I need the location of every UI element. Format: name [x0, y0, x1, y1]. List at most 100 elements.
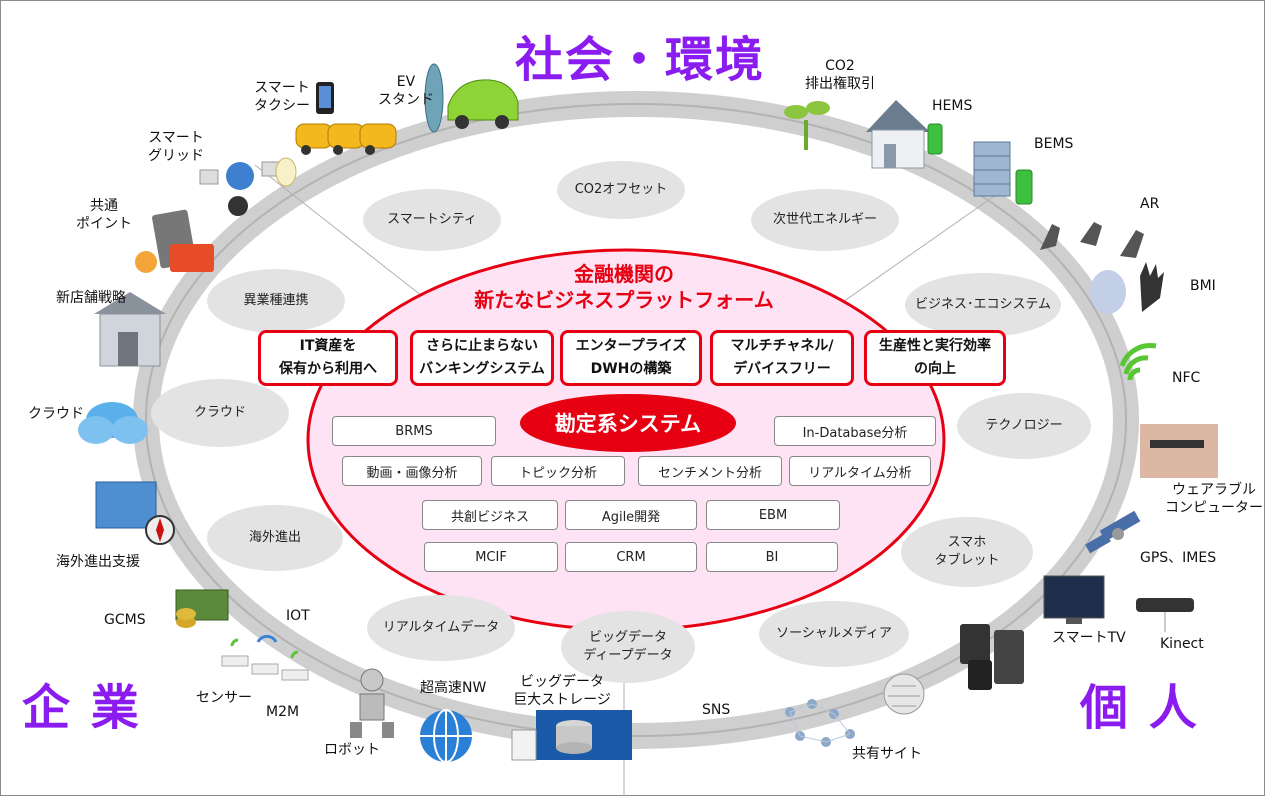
smartphone-icon: [316, 82, 334, 114]
sprout-icon: [784, 101, 830, 150]
label-line1: スマート: [254, 80, 310, 96]
theme-line2: DWHの構築: [590, 361, 672, 377]
theme-line2: デバイスフリー: [733, 361, 831, 377]
bank-icon: [94, 292, 166, 367]
label-new-store: 新店舗戦略: [56, 290, 126, 306]
cloud-label-line1: スマホ: [947, 534, 987, 550]
theme-line2: の向上: [914, 361, 956, 377]
kinect-icon: [1136, 598, 1194, 632]
label-m2m: M2M: [266, 704, 300, 720]
cloud-label: テクノロジー: [985, 417, 1063, 433]
cloud-realtime-data: リアルタイムデータ: [366, 594, 516, 662]
wiki-globe-icon: [883, 673, 925, 715]
cloud-label: 異業種連携: [243, 292, 309, 308]
system-box-topic: トピック分析: [491, 456, 625, 486]
label-nfc: NFC: [1172, 370, 1201, 386]
system-box-mcif: MCIF: [424, 542, 558, 572]
tablet-icon: [960, 624, 1024, 690]
cloud-label-line2: ディープデータ: [583, 648, 673, 663]
cloud-big-data: ビッグデータディープデータ: [560, 610, 696, 684]
label-common-point: 共通ポイント: [76, 198, 132, 233]
theme-box-productivity: 生産性と実行効率の向上: [864, 330, 1006, 386]
building-icon: [973, 141, 1033, 205]
cloud-label: スマホタブレット: [934, 534, 999, 570]
theme-box-multichannel: マルチチャネル/デバイスフリー: [710, 330, 854, 386]
label-line2: スタンド: [378, 91, 434, 108]
theme-line1: マルチチャネル/: [730, 337, 834, 354]
cloud-smart-city: スマートシティ: [362, 188, 502, 252]
cloud-label: CO2オフセット: [574, 181, 668, 197]
outer-ring: [133, 91, 1139, 749]
label-smart-grid: スマートグリッド: [148, 130, 204, 165]
label-line1: CO2: [825, 58, 855, 74]
label-line1: ウェアラブル: [1172, 482, 1256, 498]
cloud-cloud: クラウド: [150, 378, 290, 448]
system-box-co-creation: 共創ビジネス: [422, 500, 558, 530]
cloud-label-line2: タブレット: [934, 553, 1000, 568]
label-high-speed-nw: 超高速NW: [420, 680, 487, 696]
cloud-label: ソーシャルメディア: [776, 625, 892, 641]
label-line1: 共通: [90, 198, 118, 214]
label-line2: グリッド: [148, 147, 204, 164]
wearable-glasses-icon: [1140, 424, 1218, 478]
system-box-realtime: リアルタイム分析: [789, 456, 931, 486]
label-hems: HEMS: [932, 98, 973, 114]
money-icon: [175, 589, 229, 628]
cloud-label: クラウド: [193, 404, 246, 420]
label-line1: ビッグデータ: [519, 674, 604, 690]
corner-label-society: 社会・環境: [514, 32, 766, 88]
cloud-label: リアルタイムデータ: [382, 619, 500, 635]
sensor-icon: [221, 634, 309, 681]
label-overseas-support: 海外進出支援: [56, 554, 140, 570]
label-cloud: クラウド: [28, 406, 84, 422]
cloud-label: 次世代エネルギー: [772, 211, 877, 227]
cloud-label: ビッグデータディープデータ: [583, 629, 672, 665]
system-box-brms: BRMS: [332, 416, 496, 446]
nfc-icon: [1119, 343, 1157, 381]
cloud-co2-offset: CO2オフセット: [556, 160, 686, 220]
cloud-label: 海外進出: [248, 529, 301, 545]
platform-title-line2: 新たなビジネスプラットフォーム: [474, 288, 774, 312]
label-shared-site: 共有サイト: [852, 746, 922, 762]
system-box-agile: Agile開発: [565, 500, 697, 530]
system-box-video-image: 動画・画像分析: [342, 456, 482, 486]
taxi-icon: [295, 123, 397, 155]
label-big-storage: ビッグデータ巨大ストレージ: [513, 674, 611, 709]
tv-icon: [1043, 575, 1105, 624]
theme-line2: 保有から利用へ: [279, 361, 377, 377]
cloud-label-line1: ビッグデータ: [588, 629, 667, 645]
theme-line1: エンタープライズ: [575, 337, 687, 354]
label-wearable: ウェアラブルコンピューター: [1165, 482, 1263, 517]
system-box-in-database: In-Database分析: [774, 416, 936, 446]
point-card-icon: [135, 209, 214, 273]
lamp-icon: [275, 157, 297, 187]
label-smart-tv: スマートTV: [1052, 630, 1126, 646]
cloud-label: スマートシティ: [387, 211, 477, 227]
theme-box-enterprise-dwh: エンタープライズ DWHの構築: [560, 330, 702, 386]
label-robot: ロボット: [324, 742, 380, 758]
theme-line2: バンキングシステム: [419, 361, 545, 377]
label-bmi: BMI: [1190, 278, 1216, 294]
house-icon: [866, 100, 943, 169]
theme-box-it-assets: IT資産を保有から利用へ: [258, 330, 398, 386]
core-system-label: 勘定系システム: [554, 412, 702, 436]
globe-network-icon: [420, 709, 472, 763]
people-network-icon: [785, 699, 855, 747]
label-iot: IOT: [286, 608, 310, 624]
label-gps: GPS、IMES: [1140, 550, 1217, 566]
label-line2: 巨大ストレージ: [513, 691, 611, 708]
label-sensor: センサー: [196, 690, 252, 706]
corner-label-individual: 個 人: [1080, 680, 1199, 736]
cloud-overseas: 海外進出: [206, 504, 344, 572]
label-line2: 排出権取引: [805, 75, 875, 92]
cloud-social-media: ソーシャルメディア: [758, 600, 910, 668]
ev-stand-icon: [424, 63, 519, 133]
cloud-cross-industry: 異業種連携: [206, 268, 346, 334]
label-line2: タクシー: [254, 97, 310, 114]
label-smart-taxi: スマートタクシー: [254, 80, 310, 115]
label-kinect: Kinect: [1160, 636, 1204, 652]
ar-dinosaur-icon: [1040, 222, 1144, 258]
